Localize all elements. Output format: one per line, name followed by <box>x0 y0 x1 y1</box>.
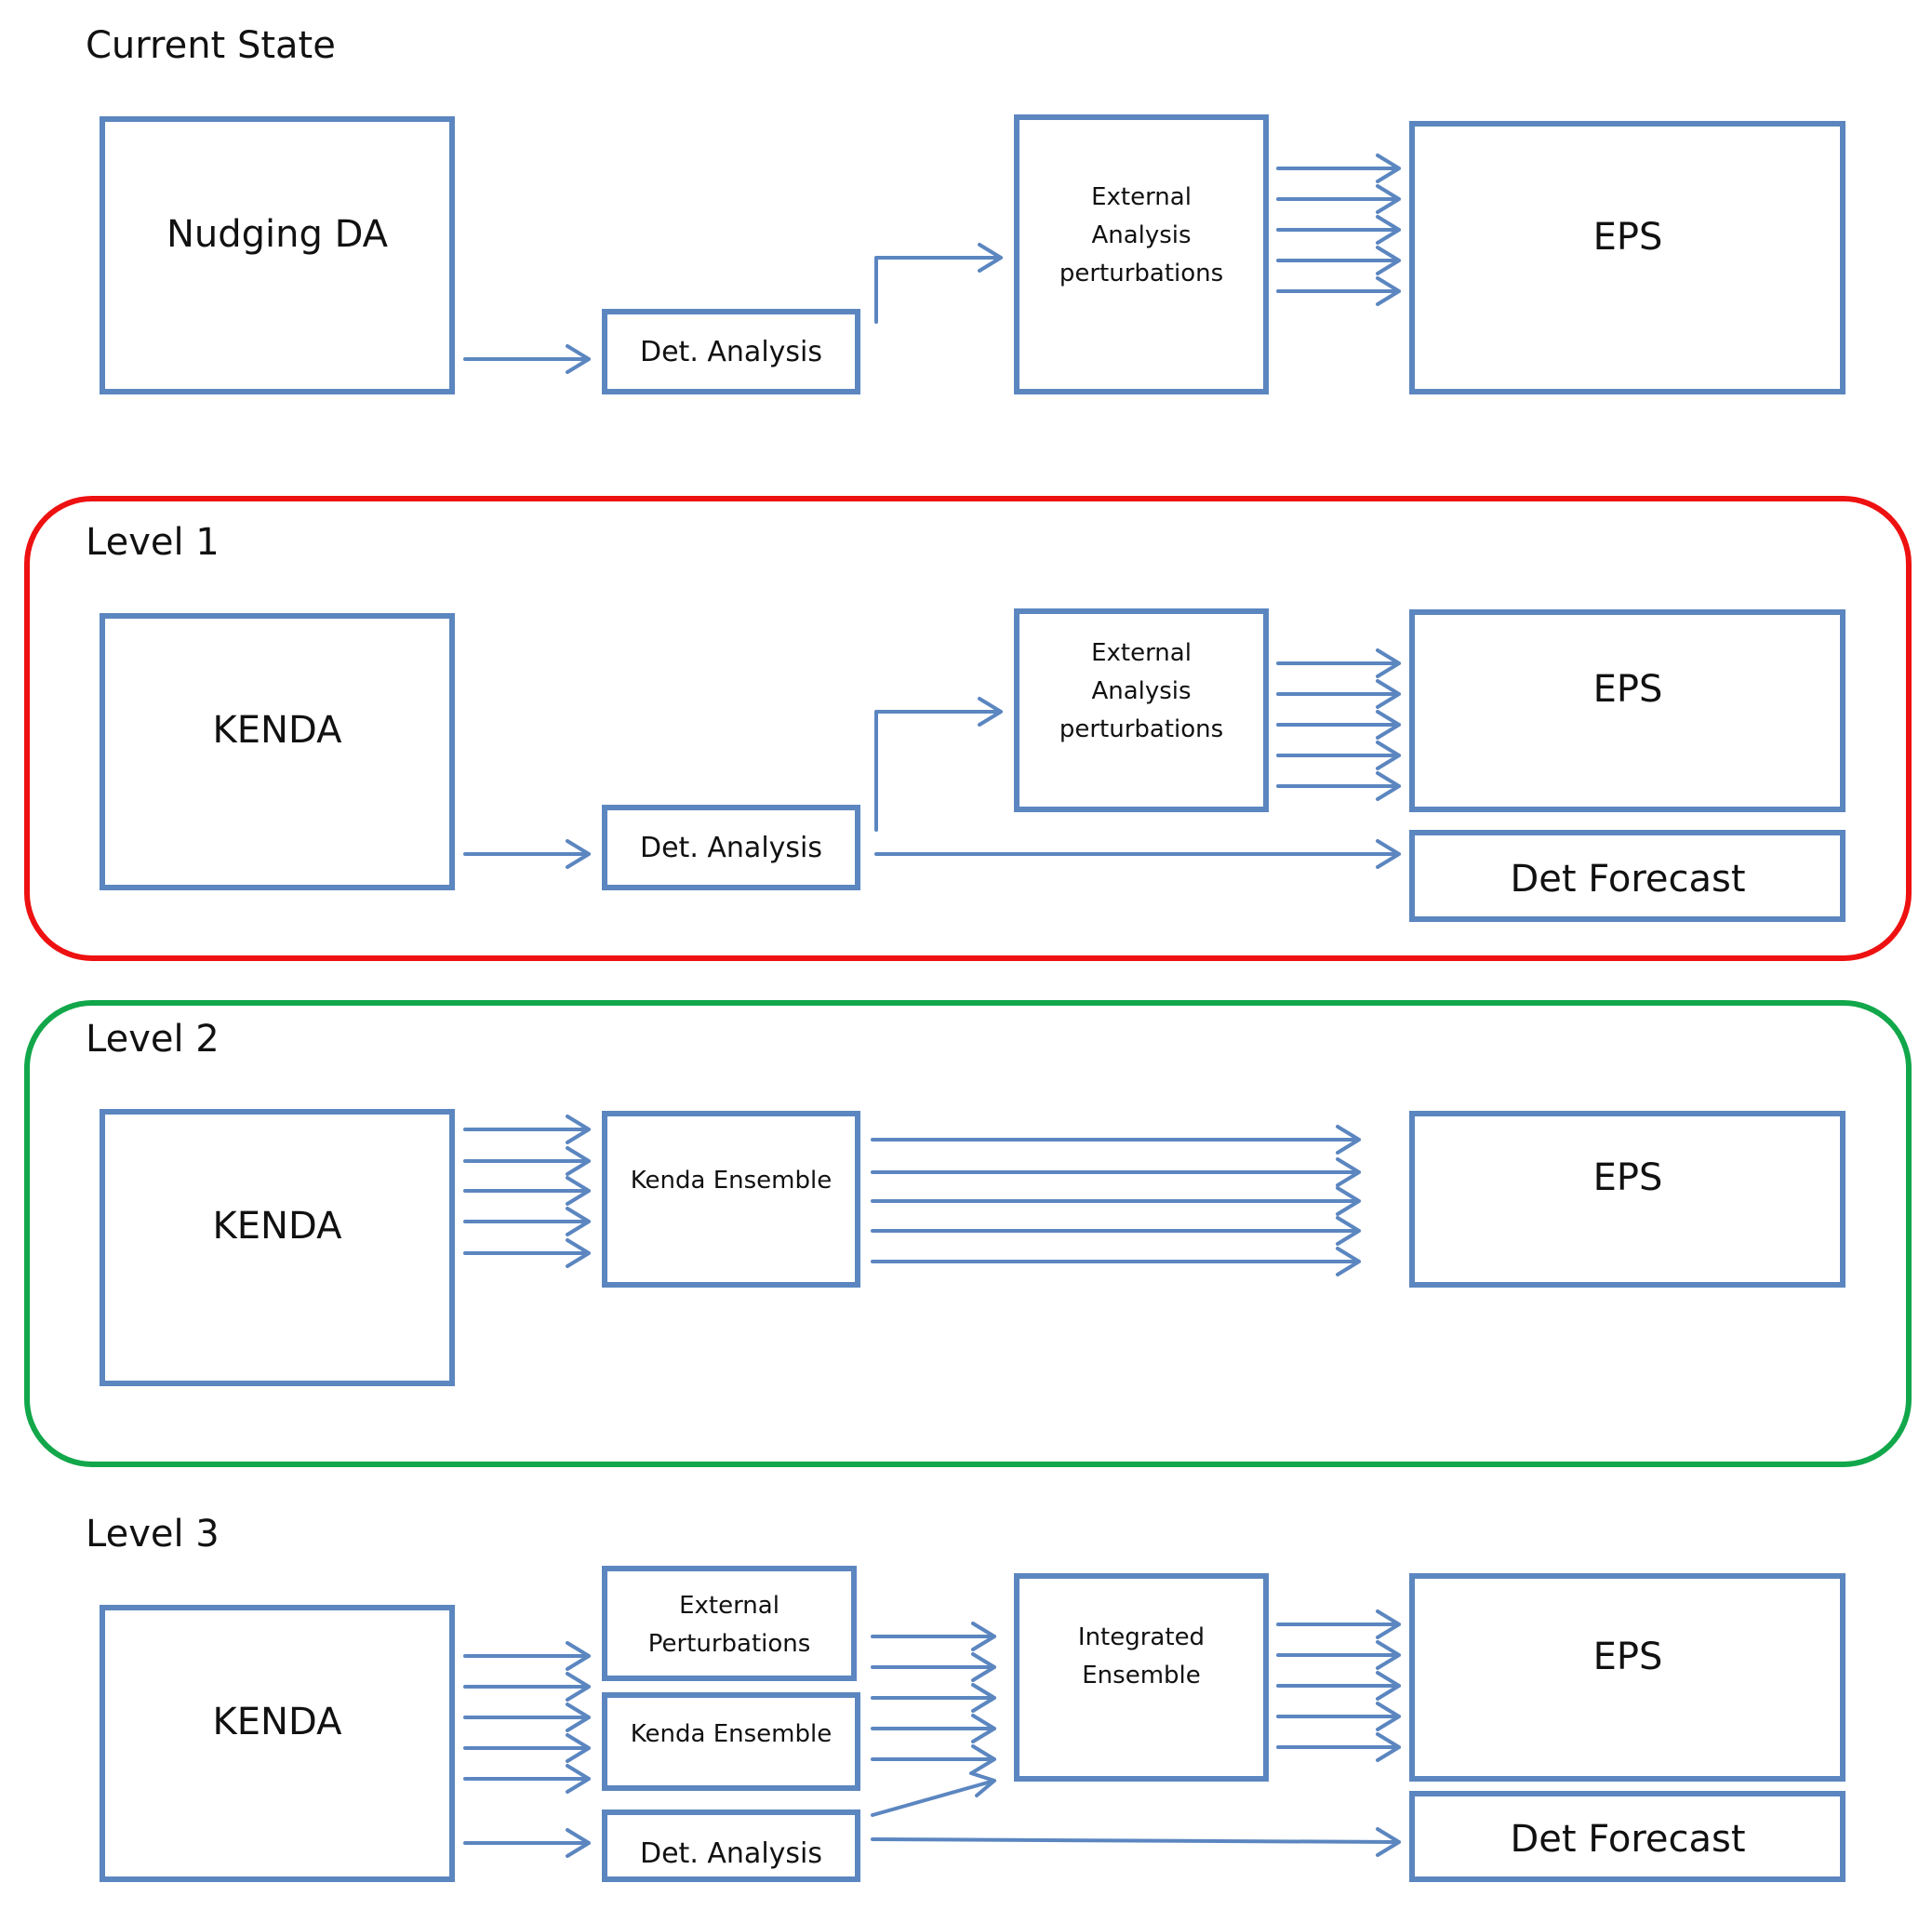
kenda-label-level-2: KENDA <box>213 1205 343 1248</box>
level-1-frame <box>24 496 1912 961</box>
section-level-2: Level 2 KENDA Kenda Ensemble EPS <box>24 1000 1912 1467</box>
eps-box-level-2 <box>1409 1111 1845 1288</box>
perturbations-label-line-2: Analysis <box>1091 221 1191 249</box>
arrow-det-to-perturbations-level-1 <box>874 697 1003 832</box>
external-analysis-perturbations-box-level-1 <box>1014 608 1269 812</box>
integrated-ensemble-box-level-3 <box>1014 1573 1269 1782</box>
det-analysis-label: Det. Analysis <box>640 336 822 368</box>
kenda-ensemble-label-level-2: Kenda Ensemble <box>631 1167 832 1195</box>
section-title-level-2: Level 2 <box>86 1018 220 1061</box>
det-analysis-label-level-3: Det. Analysis <box>640 1837 822 1870</box>
level-2-frame <box>24 1000 1912 1467</box>
eps-box <box>1409 121 1845 394</box>
arrows-perturbations-to-eps <box>1276 154 1401 306</box>
perturbations-label-line-3-level-1: perturbations <box>1059 715 1223 743</box>
nudging-da-box <box>100 116 455 394</box>
arrows-integrated-to-eps-level-3 <box>1276 1609 1401 1762</box>
eps-box-level-3 <box>1409 1573 1845 1782</box>
nudging-da-label: Nudging DA <box>167 213 389 256</box>
external-perturbations-box-level-3 <box>602 1566 857 1681</box>
arrows-kenda-to-ensemble-level-3 <box>463 1641 591 1794</box>
det-forecast-box-level-3 <box>1409 1791 1845 1882</box>
arrow-kenda-to-det-level-3 <box>463 1828 591 1858</box>
kenda-box-level-2 <box>100 1109 455 1386</box>
det-analysis-label-level-1: Det. Analysis <box>640 832 822 864</box>
arrow-kenda-to-det-level-1 <box>463 839 591 869</box>
external-perturbations-label-line-1: External <box>679 1592 779 1620</box>
kenda-ensemble-label-level-3: Kenda Ensemble <box>631 1720 832 1748</box>
arrows-kenda-to-ensemble-level-2 <box>463 1115 591 1268</box>
kenda-label-level-1: KENDA <box>213 709 343 752</box>
perturbations-label-line-1: External <box>1091 183 1192 211</box>
eps-label-level-1: EPS <box>1593 668 1663 711</box>
section-level-1: Level 1 KENDA Det. Analysis External Ana… <box>24 496 1912 961</box>
section-level-3: Level 3 KENDA External Perturbations Ken… <box>86 1513 1845 1882</box>
kenda-box-level-3 <box>100 1605 455 1882</box>
perturbations-label-line-2-level-1: Analysis <box>1091 677 1191 705</box>
section-title-current-state: Current State <box>86 24 336 67</box>
arrows-to-integrated-ensemble-level-3 <box>871 1622 996 1817</box>
section-title-level-3: Level 3 <box>86 1513 220 1556</box>
det-analysis-box-level-3 <box>602 1809 860 1882</box>
det-forecast-box-level-1 <box>1409 830 1845 922</box>
arrow-det-to-forecast-level-3 <box>871 1827 1401 1857</box>
section-title-level-1: Level 1 <box>86 521 220 564</box>
kenda-label-level-3: KENDA <box>213 1701 343 1743</box>
det-forecast-label-level-1: Det Forecast <box>1510 858 1745 901</box>
kenda-ensemble-box-level-3 <box>602 1692 860 1791</box>
integrated-ensemble-label-line-2: Ensemble <box>1082 1662 1201 1689</box>
kenda-box-level-1 <box>100 613 455 890</box>
det-forecast-label-level-3: Det Forecast <box>1510 1818 1745 1861</box>
arrow-det-to-perturbations <box>874 243 1003 324</box>
eps-box-level-1 <box>1409 609 1845 812</box>
det-analysis-box-level-1 <box>602 805 860 890</box>
arrow-da-to-det <box>463 344 591 374</box>
eps-label-level-2: EPS <box>1593 1156 1663 1199</box>
integrated-ensemble-label-line-1: Integrated <box>1078 1623 1205 1651</box>
section-current-state: Current State Nudging DA Det. Analysis E… <box>86 24 1845 394</box>
kenda-ensemble-box-level-2 <box>602 1111 860 1288</box>
external-perturbations-label-line-2: Perturbations <box>648 1630 811 1658</box>
arrows-ensemble-to-eps-level-2 <box>871 1125 1361 1276</box>
arrow-det-to-forecast-level-1 <box>874 839 1401 869</box>
perturbations-label-line-1-level-1: External <box>1091 639 1192 667</box>
det-analysis-box <box>602 309 860 394</box>
arrows-perturbations-to-eps-level-1 <box>1276 648 1401 801</box>
perturbations-label-line-3: perturbations <box>1059 260 1223 287</box>
external-analysis-perturbations-box <box>1014 114 1269 394</box>
eps-label-level-3: EPS <box>1593 1636 1663 1678</box>
eps-label: EPS <box>1593 216 1663 259</box>
